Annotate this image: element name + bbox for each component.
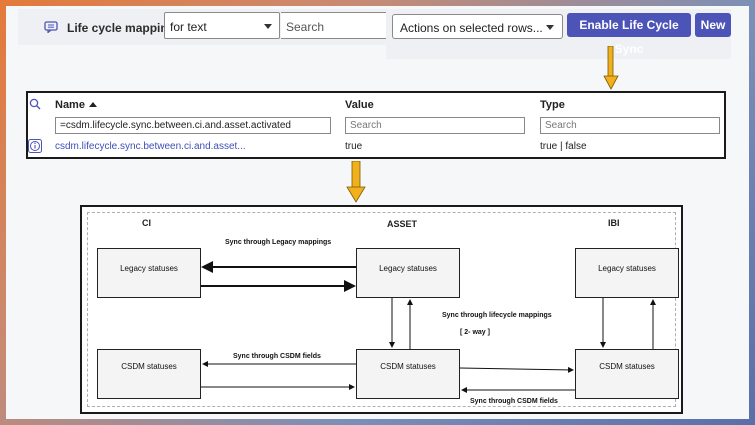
two-way-label: [ 2- way ]	[460, 329, 490, 336]
filter-field-select[interactable]: for text	[164, 12, 280, 39]
asset-csdm-statuses-box: CSDM statuses	[356, 349, 460, 399]
diagram-connectors	[201, 261, 656, 393]
down-arrow-icon	[346, 161, 366, 203]
column-ci-heading: CI	[142, 218, 151, 228]
down-arrow-icon	[603, 46, 619, 90]
csdm-fields-right-label: Sync through CSDM fields	[470, 398, 558, 405]
name-filter-input[interactable]: =csdm.lifecycle.sync.between.ci.and.asse…	[55, 117, 331, 134]
info-icon[interactable]	[28, 139, 42, 153]
diagram-frame	[87, 212, 676, 407]
column-header-value[interactable]: Value	[345, 99, 374, 111]
list-header: Life cycle mappings for text Search	[18, 9, 400, 45]
column-header-type[interactable]: Type	[540, 99, 565, 111]
column-asset-heading: ASSET	[387, 219, 418, 229]
chevron-down-icon	[264, 24, 272, 29]
column-header-name[interactable]: Name	[55, 99, 97, 111]
ibi-legacy-statuses-box: Legacy statuses	[575, 248, 679, 298]
search-icon[interactable]	[29, 98, 41, 110]
filter-field-value: for text	[170, 20, 207, 34]
column-ibi-heading: IBI	[608, 218, 620, 228]
enable-lifecycle-sync-button[interactable]: Enable Life Cycle Sync	[567, 13, 691, 56]
row-value: true	[345, 141, 363, 152]
actions-select[interactable]: Actions on selected rows...	[392, 14, 563, 39]
value-filter-input[interactable]: Search	[345, 117, 525, 134]
row-name-link[interactable]: csdm.lifecycle.sync.between.ci.and.asset…	[55, 141, 246, 152]
row-type: true | false	[540, 141, 587, 152]
lifecycle-sync-label: Sync through lifecycle mappings	[442, 312, 552, 319]
type-filter-input[interactable]: Search	[540, 117, 720, 134]
search-input[interactable]: Search	[281, 12, 400, 39]
actions-select-value: Actions on selected rows...	[400, 21, 543, 35]
chevron-down-icon	[546, 25, 554, 30]
asset-legacy-statuses-box: Legacy statuses	[356, 248, 460, 298]
csdm-fields-left-label: Sync through CSDM fields	[233, 353, 321, 360]
page-title: Life cycle mappings	[67, 21, 182, 35]
ci-legacy-statuses-box: Legacy statuses	[97, 248, 201, 298]
lifecycle-sync-diagram: CI ASSET IBI Legacy statuses Legacy stat…	[80, 205, 683, 414]
ibi-csdm-statuses-box: CSDM statuses	[575, 349, 679, 399]
ci-csdm-statuses-box: CSDM statuses	[97, 349, 201, 399]
csdm-arrow-to-ibi	[459, 366, 574, 373]
legacy-sync-label: Sync through Legacy mappings	[225, 239, 332, 246]
new-button[interactable]: New	[695, 13, 731, 37]
sort-ascending-icon	[88, 102, 97, 107]
mappings-table: Name Value Type =csdm.lifecycle.sync.bet…	[26, 91, 726, 159]
message-icon[interactable]	[44, 21, 58, 33]
column-header-name-label: Name	[55, 99, 85, 111]
page-canvas: Life cycle mappings for text Search Acti…	[6, 6, 749, 419]
